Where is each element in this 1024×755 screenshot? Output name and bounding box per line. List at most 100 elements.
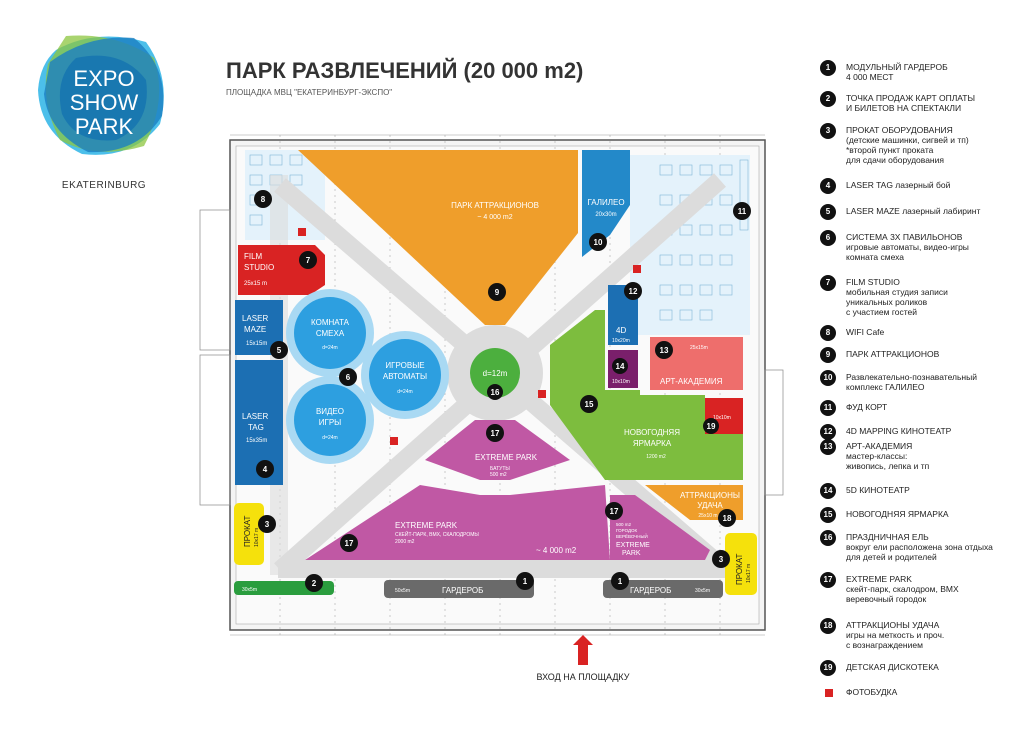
zone-luck-attractions <box>645 485 743 520</box>
slot-machines-label-1: ИГРОВЫЕ <box>385 361 424 370</box>
legend-text: СИСТЕМА 3Х ПАВИЛЬОНОВ игровые автоматы, … <box>846 232 969 262</box>
svg-text:6: 6 <box>346 373 351 382</box>
svg-text:2: 2 <box>312 579 317 588</box>
photo-booth <box>390 437 398 445</box>
legend-text: EXTREME PARK скейт-парк, скалодром, BMX … <box>846 574 959 604</box>
marker-17: 17 <box>486 424 504 442</box>
legend-text: ТОЧКА ПРОДАЖ КАРТ ОПЛАТЫ И БИЛЕТОВ НА СП… <box>846 93 976 113</box>
legend-number-badge: 19 <box>820 660 836 676</box>
marker-3: 3 <box>258 515 276 533</box>
column-grid <box>230 134 765 636</box>
legend-text: НОВОГОДНЯЯ ЯРМАРКА <box>846 509 949 519</box>
marker-8: 8 <box>254 190 272 208</box>
laugh-room-label-2: СМЕХА <box>316 329 345 338</box>
legend-number-badge: 17 <box>820 572 836 588</box>
wardrobe-right-label: ГАРДЕРОБ <box>630 586 671 595</box>
svg-text:19: 19 <box>707 422 716 431</box>
marker-19: 19 <box>703 418 719 434</box>
laugh-room-label-1: КОМНАТА <box>311 318 350 327</box>
legend-text: ПРАЗДНИЧНАЯ ЕЛЬ вокруг ели расположена з… <box>846 532 993 562</box>
legend-number-badge: 9 <box>820 347 836 363</box>
legend-text: WIFI Cafe <box>846 327 885 337</box>
legend-text: 4D MAPPING КИНОТЕАТР <box>846 426 952 436</box>
entrance-arrow-icon <box>573 635 593 665</box>
slot-machines-size: d=24m <box>397 389 412 395</box>
zone-wardrobe-right <box>603 580 723 598</box>
svg-text:14: 14 <box>616 362 625 371</box>
laser-maze-label-1: LASER <box>242 314 268 323</box>
legend-number-badge: 6 <box>820 230 836 246</box>
legend-number-badge: 15 <box>820 507 836 523</box>
svg-text:4: 4 <box>263 465 268 474</box>
legend-text: ФОТОБУДКА <box>846 687 898 697</box>
art-academy-label: АРТ-АКАДЕМИЯ <box>660 377 723 386</box>
extreme-right-size: 500 m2 <box>616 522 632 527</box>
film-studio-label-2: STUDIO <box>244 263 274 272</box>
legend-text: ФУД КОРТ <box>846 402 888 412</box>
svg-text:12: 12 <box>629 287 638 296</box>
luck-label-1: АТТРАКЦИОНЫ <box>680 491 740 500</box>
rental-right-size: 10x17 m <box>746 564 752 583</box>
floor-plan: ПАРК АТТРАКЦИОНОВ ~ 4 000 m2 ГАЛИЛЕО 20x… <box>190 115 790 730</box>
marker-14: 14 <box>612 358 628 374</box>
legend-number-badge: 4 <box>820 178 836 194</box>
extreme-top-size: 500 m2 <box>490 472 507 478</box>
marker-1: 1 <box>611 572 629 590</box>
luck-label-2: УДАЧА <box>697 501 723 510</box>
page-title: ПАРК РАЗВЛЕЧЕНИЙ (20 000 m2) <box>226 58 584 83</box>
laser-tag-size: 15x35m <box>246 438 267 444</box>
video-games-size: d=24m <box>322 435 337 441</box>
legend-number-badge: 14 <box>820 483 836 499</box>
marker-5: 5 <box>270 341 288 359</box>
marker-1: 1 <box>516 572 534 590</box>
photo-booth <box>298 228 306 236</box>
wardrobe-left-size: 50x5m <box>395 588 410 594</box>
legend-text: LASER MAZE лазерный лабиринт <box>846 206 981 216</box>
marker-10: 10 <box>589 233 607 251</box>
legend-number-badge: 8 <box>820 325 836 341</box>
marker-9: 9 <box>488 283 506 301</box>
legend-text: АРТ-АКАДЕМИЯ мастер-классы: живопись, ле… <box>846 441 930 471</box>
rental-right-label: ПРОКАТ <box>735 553 744 585</box>
marker-12: 12 <box>624 282 642 300</box>
logo-line-3: PARK <box>75 114 134 139</box>
svg-text:7: 7 <box>306 256 311 265</box>
extreme-right-label-1: EXTREME <box>616 542 650 549</box>
extreme-right-sub1: ГОРОДОК <box>616 528 638 533</box>
zone-galileo <box>582 150 630 257</box>
legend-text: FILM STUDIO мобильная студия записи уник… <box>846 277 948 317</box>
film-studio-size: 25x15 m <box>244 281 267 287</box>
marker-15: 15 <box>580 395 598 413</box>
marker-11: 11 <box>733 202 751 220</box>
marker-3: 3 <box>712 550 730 568</box>
fair-size: 1200 m2 <box>646 454 666 460</box>
legend-number-badge: 18 <box>820 618 836 634</box>
svg-text:17: 17 <box>610 507 619 516</box>
attraction-park-label: ПАРК АТТРАКЦИОНОВ <box>451 201 539 210</box>
zone-wardrobe-left <box>384 580 534 598</box>
video-games-label-1: ВИДЕО <box>316 407 344 416</box>
wardrobe-right-size: 30x5m <box>695 588 710 594</box>
legend-number-badge: 12 <box>820 424 836 440</box>
logo-line-2: SHOW <box>70 90 139 115</box>
galileo-label: ГАЛИЛЕО <box>587 198 624 207</box>
photo-booth <box>633 265 641 273</box>
4d-size: 10x20m <box>612 338 630 344</box>
svg-text:10: 10 <box>594 238 603 247</box>
tree-size: d=12m <box>483 369 508 378</box>
legend-text: ПРОКАТ ОБОРУДОВАНИЯ (детские машинки, си… <box>846 125 969 165</box>
extreme-main-size: 2000 m2 <box>395 539 415 545</box>
extreme-main-sub: СКЕЙТ-ПАРК, BMX, СКАЛОДРОМЫ <box>395 530 479 538</box>
zone-extreme-trampolines <box>425 420 570 480</box>
svg-text:8: 8 <box>261 195 266 204</box>
legend-number-badge: 2 <box>820 91 836 107</box>
marker-2: 2 <box>305 574 323 592</box>
legend-number-badge: 5 <box>820 204 836 220</box>
zone-laugh-room <box>294 297 366 369</box>
laser-maze-size: 15x15m <box>246 341 267 347</box>
marker-17: 17 <box>605 502 623 520</box>
zone-video-games <box>294 384 366 456</box>
legend-number-badge: 13 <box>820 439 836 455</box>
zone-extreme-rope-park <box>610 495 710 560</box>
luck-size: 25x10 m <box>698 513 717 519</box>
